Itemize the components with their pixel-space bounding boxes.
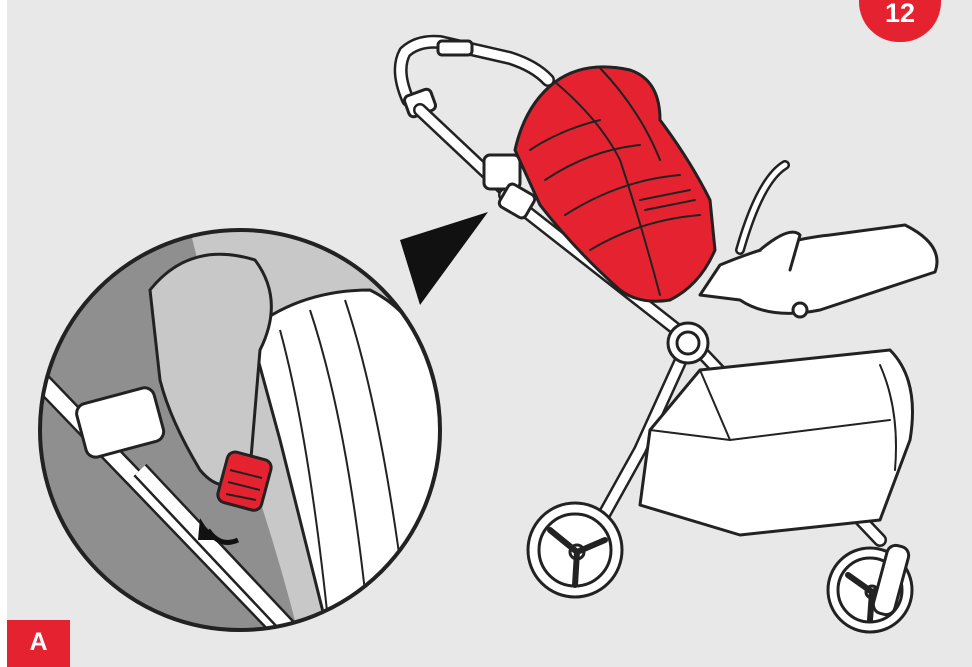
canopy xyxy=(515,67,715,301)
seat xyxy=(700,165,937,317)
detail-label: A xyxy=(7,620,70,667)
rear-wheel xyxy=(828,543,912,632)
detail-label-text: A xyxy=(7,628,70,657)
step-number: 12 xyxy=(859,0,941,29)
magnifier-callout xyxy=(30,212,488,640)
front-wheel xyxy=(528,503,622,597)
basket xyxy=(640,350,913,535)
